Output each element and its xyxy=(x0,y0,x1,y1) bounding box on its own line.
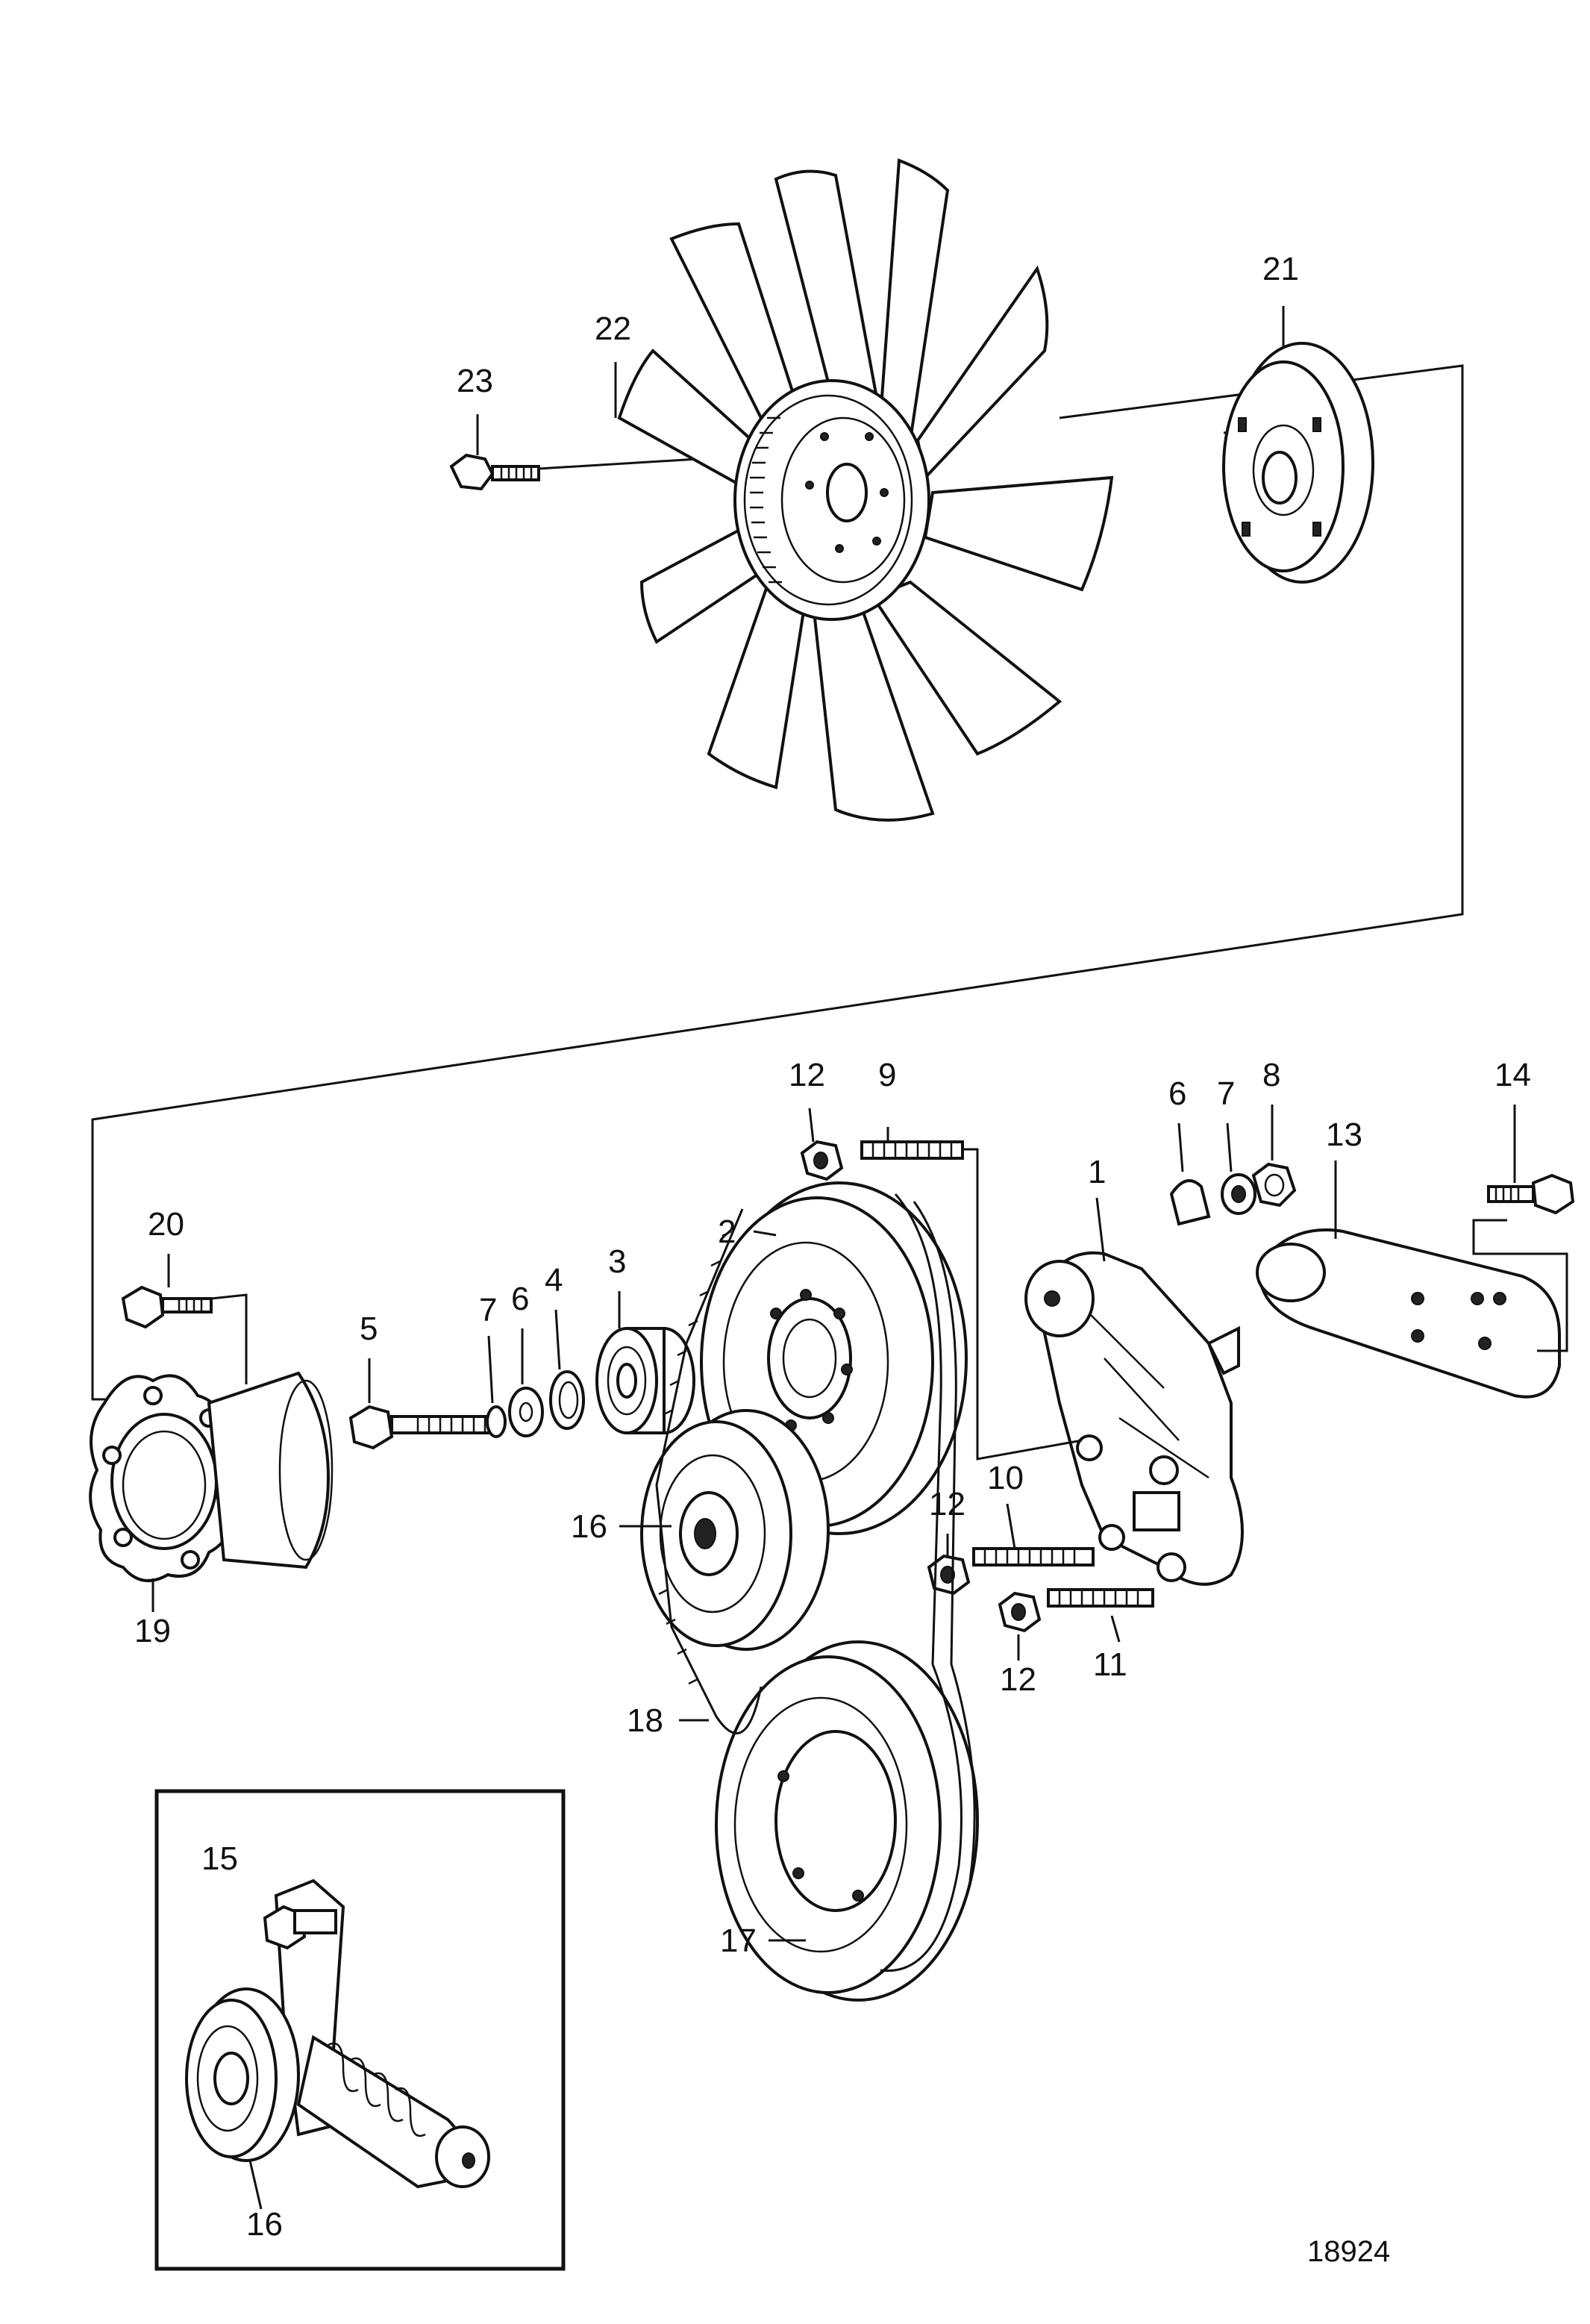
callout-2: 2 xyxy=(718,1213,736,1250)
callout-13: 13 xyxy=(1326,1116,1362,1153)
lock-washer xyxy=(486,1405,507,1438)
callout-7-top: 7 xyxy=(1217,1075,1235,1112)
idler-pulley xyxy=(640,1409,830,1651)
callout-20: 20 xyxy=(148,1206,184,1243)
callout-17: 17 xyxy=(720,1922,757,1959)
stud-middle xyxy=(972,1547,1095,1566)
flat-washer xyxy=(508,1387,544,1437)
callout-23: 23 xyxy=(457,363,493,399)
flange-bolt xyxy=(121,1285,248,1384)
callout-15: 15 xyxy=(201,1840,238,1877)
drawing-number: 18924 xyxy=(1307,2235,1390,2268)
callout-8: 8 xyxy=(1262,1057,1280,1093)
drive-belt xyxy=(655,1193,976,1972)
callout-10: 10 xyxy=(987,1460,1024,1496)
callout-11: 11 xyxy=(1093,1646,1127,1683)
fan-blade-assembly xyxy=(617,158,1114,822)
nut-lower xyxy=(998,1591,1042,1633)
arm-bolt xyxy=(1472,1173,1575,1352)
drive-flange xyxy=(89,1371,334,1582)
callout-4: 4 xyxy=(545,1262,563,1299)
bracket-nut xyxy=(1251,1162,1297,1208)
stud-upper xyxy=(860,1140,1083,1461)
callout-12-mid: 12 xyxy=(929,1486,965,1522)
fan-bolt xyxy=(449,453,540,491)
nut-upper xyxy=(800,1140,844,1181)
callout-14: 14 xyxy=(1494,1057,1531,1093)
callout-21: 21 xyxy=(1262,251,1299,287)
callout-6-top: 6 xyxy=(1168,1075,1186,1112)
callout-19: 19 xyxy=(134,1613,171,1649)
tensioner-bracket xyxy=(1024,1251,1244,1586)
callout-3: 3 xyxy=(608,1243,626,1280)
ball-bearing xyxy=(595,1327,695,1434)
callout-16-main: 16 xyxy=(571,1508,607,1545)
callout-5: 5 xyxy=(360,1311,378,1347)
callout-9: 9 xyxy=(878,1057,896,1093)
callout-7-mid: 7 xyxy=(479,1292,497,1328)
callout-16-inset: 16 xyxy=(246,2206,283,2243)
leader-lines xyxy=(151,306,1516,2210)
callout-12-bottom: 12 xyxy=(1000,1661,1036,1698)
callout-6-mid: 6 xyxy=(511,1281,529,1317)
callout-22: 22 xyxy=(595,310,631,347)
callout-labels: 21 22 23 12 9 6 7 8 14 13 1 2 20 3 4 6 7… xyxy=(134,251,1531,2268)
callout-1: 1 xyxy=(1088,1154,1106,1190)
inset-tensioner xyxy=(185,1878,490,2189)
stud-lower xyxy=(1047,1588,1154,1608)
pulley-bolt xyxy=(348,1405,494,1450)
callout-18: 18 xyxy=(627,1702,663,1739)
crankshaft-pulley xyxy=(715,1640,979,2002)
bracket-washer xyxy=(1221,1173,1256,1215)
tensioner-arm xyxy=(1256,1228,1561,1399)
circlip xyxy=(549,1370,585,1430)
fan-adapter-plate xyxy=(1222,342,1374,584)
inset-detail xyxy=(154,1789,566,2271)
callout-12-top: 12 xyxy=(789,1057,825,1093)
bracket-lock-plate xyxy=(1169,1179,1211,1226)
